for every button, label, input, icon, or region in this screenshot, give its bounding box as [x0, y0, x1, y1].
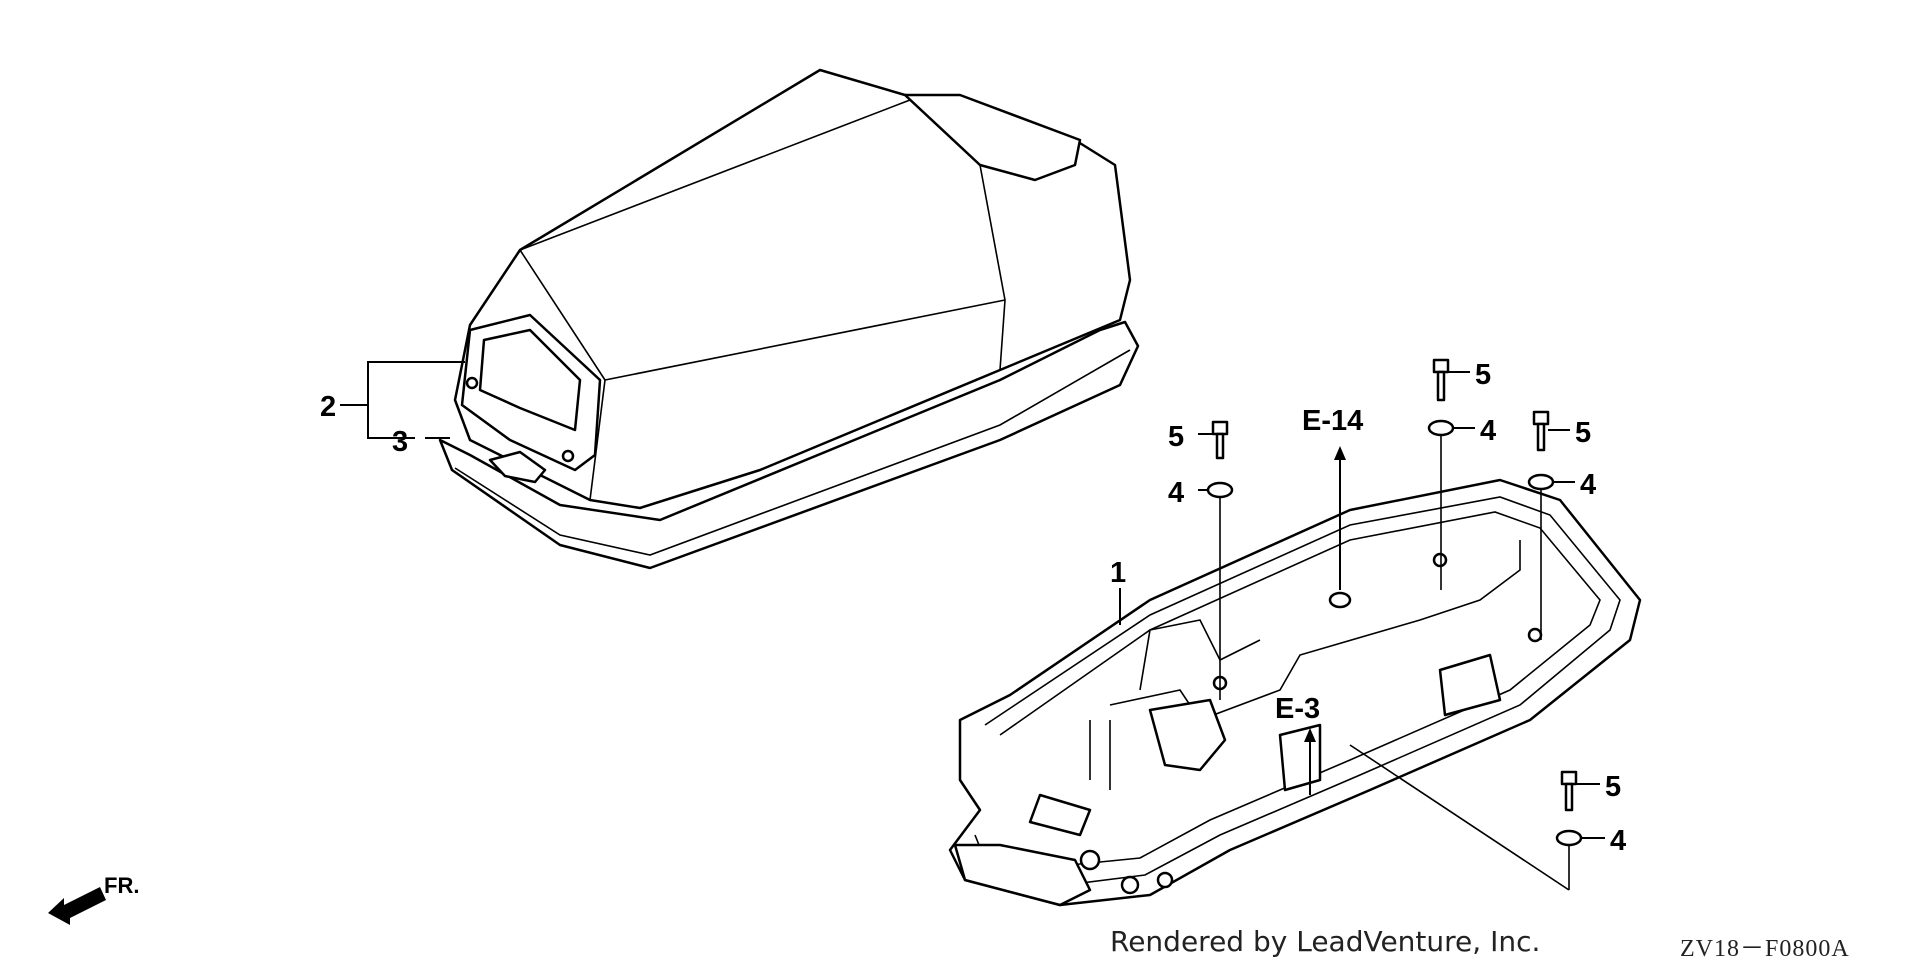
washer[interactable] — [1555, 829, 1583, 847]
front-direction-indicator: FR. — [48, 873, 139, 925]
engine-cover[interactable] — [438, 68, 1140, 570]
bolt[interactable] — [1211, 420, 1229, 460]
washer[interactable] — [1527, 473, 1555, 491]
axis-lines — [1219, 435, 1570, 891]
callout-part-4: 4 — [1610, 825, 1626, 857]
reference-label-e14[interactable]: E-14 — [1302, 405, 1363, 437]
callout-part-5: 5 — [1168, 421, 1184, 453]
lower-case-outer — [948, 478, 1642, 907]
callout-part-3: 3 — [392, 426, 408, 458]
cover-seal — [438, 320, 1140, 570]
front-label: FR. — [104, 873, 139, 898]
callout-part-4: 4 — [1580, 469, 1596, 501]
lower-case-rim — [974, 496, 1621, 886]
callout-part-5: 5 — [1605, 771, 1621, 803]
callout-part-5: 5 — [1575, 417, 1591, 449]
diagram-code: ZV18－F0800A — [1680, 936, 1850, 962]
bolt[interactable] — [1560, 770, 1578, 812]
washer[interactable] — [1206, 481, 1234, 499]
callout-part-1: 1 — [1110, 557, 1126, 589]
bolt[interactable] — [1432, 358, 1450, 402]
lower-case[interactable] — [948, 478, 1642, 907]
callout-part-4: 4 — [1168, 477, 1184, 509]
callout-part-5: 5 — [1475, 359, 1491, 391]
rendered-by-credit: Rendered by LeadVenture, Inc. — [1110, 925, 1541, 958]
front-arrow-icon — [48, 887, 106, 925]
callout-part-2: 2 — [320, 391, 336, 423]
washer[interactable] — [1427, 419, 1455, 437]
bolt[interactable] — [1532, 410, 1550, 452]
callout-part-4: 4 — [1480, 415, 1496, 447]
leader-lines — [340, 361, 1605, 839]
reference-arrow-e14 — [1334, 446, 1346, 590]
reference-arrow-e3 — [1304, 728, 1316, 795]
reference-label-e3[interactable]: E-3 — [1275, 693, 1320, 725]
